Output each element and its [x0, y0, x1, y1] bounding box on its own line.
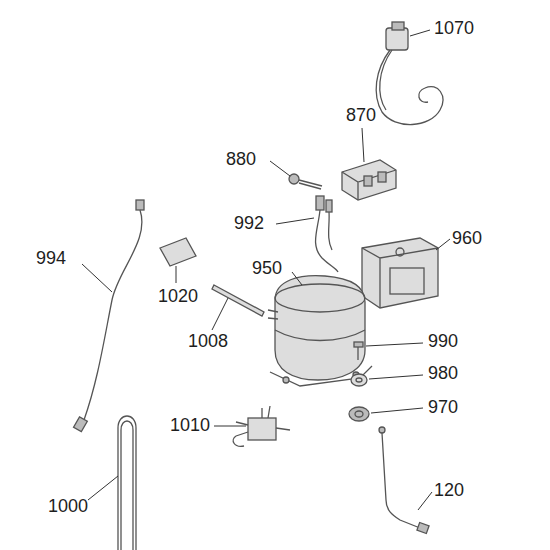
callout-number: 1020	[158, 286, 198, 306]
callout-number: 960	[452, 228, 482, 248]
power-cord	[376, 22, 443, 125]
callout-number: 880	[226, 149, 256, 169]
callout-number: 870	[346, 105, 376, 125]
callout-number: 994	[36, 248, 66, 268]
compressor	[268, 276, 372, 386]
bracket	[342, 160, 396, 200]
callout-number: 980	[428, 363, 458, 383]
callout-number: 120	[434, 480, 464, 500]
insulation-pad	[160, 238, 196, 266]
callout-number: 950	[252, 258, 282, 278]
sensor-wire	[74, 200, 144, 432]
rod	[212, 285, 264, 316]
callout-number: 1070	[434, 18, 474, 38]
mount-fasteners	[349, 342, 369, 421]
callout-number: 990	[428, 331, 458, 351]
drain-pipe	[379, 427, 429, 533]
callout-number: 1000	[48, 496, 88, 516]
callout-number: 992	[234, 213, 264, 233]
screw	[289, 174, 322, 189]
callout-number: 1010	[170, 415, 210, 435]
callout-number: 970	[428, 397, 458, 417]
leader-lines	[82, 30, 450, 510]
u-tube	[118, 416, 136, 550]
wire-harness	[316, 196, 338, 272]
callout-number: 1008	[188, 331, 228, 351]
starter-relay	[362, 238, 438, 308]
